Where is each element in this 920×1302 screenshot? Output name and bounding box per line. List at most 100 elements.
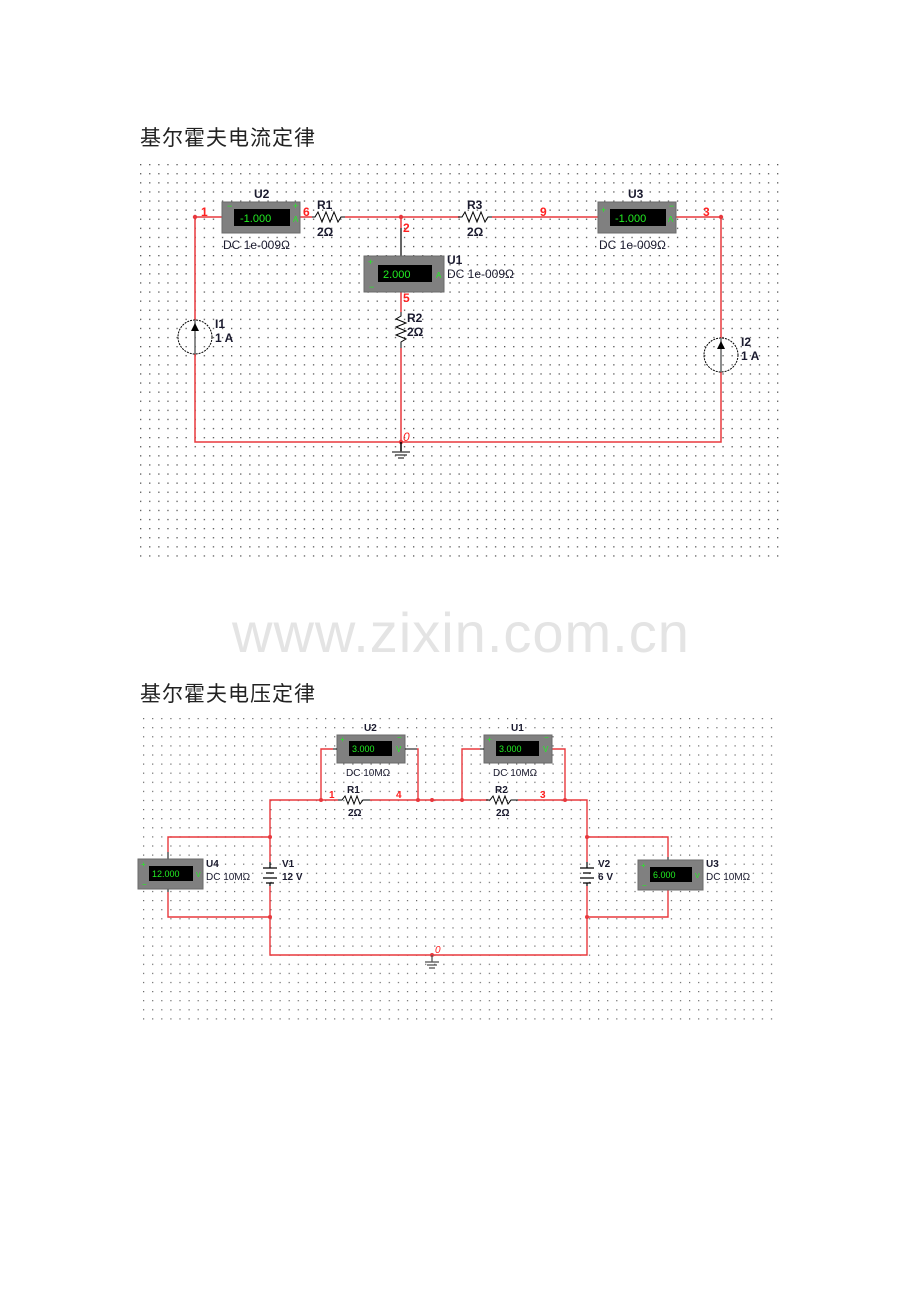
meter-mode: DC 10MΩ (706, 872, 751, 883)
wire (552, 748, 566, 800)
watermark: www.zixin.com.cn (232, 601, 690, 664)
meter-reading: -1.000 (240, 213, 271, 225)
node-label: 6 (303, 205, 310, 219)
ground-icon (392, 442, 410, 459)
polarity-plus: + (340, 735, 345, 744)
resistor-r2[interactable]: R2 2Ω (394, 311, 424, 348)
kvl-title: 基尔霍夫电压定律 (140, 682, 316, 706)
meter-name: U3 (628, 187, 644, 201)
component-name: R2 (495, 785, 508, 796)
node-label: 0 (435, 945, 441, 956)
meter-reading: -1.000 (615, 213, 646, 225)
arrow-up-icon (717, 341, 725, 349)
component-value: 2Ω (348, 808, 362, 819)
resistor-r2[interactable]: R2 2Ω (486, 785, 518, 819)
meter-mode: DC 10MΩ (206, 872, 251, 883)
component-name: V2 (598, 859, 611, 870)
resistor-symbol (312, 210, 345, 224)
component-value: 2Ω (317, 225, 334, 239)
battery-icon (263, 862, 277, 886)
resistor-r1[interactable]: R1 2Ω (338, 785, 370, 819)
meter-reading: 3.000 (499, 744, 522, 754)
node-label: 1 (329, 790, 335, 801)
wire (518, 799, 588, 862)
polarity-minus: − (369, 282, 374, 292)
wire (320, 748, 333, 800)
component-value: 2Ω (496, 808, 510, 819)
meter-name: U3 (706, 859, 719, 870)
unit-label: A (668, 215, 674, 224)
polarity-plus: + (368, 257, 373, 267)
wire (167, 836, 270, 852)
polarity-plus: + (641, 861, 646, 870)
node-label: 0 (403, 430, 410, 444)
ammeter-u3[interactable]: U3 -1.000 + − A DC 1e-009Ω (597, 187, 677, 252)
meter-mode: DC 10MΩ (493, 768, 538, 779)
polarity-plus: + (141, 860, 146, 869)
polarity-plus: + (487, 735, 492, 744)
component-value: 2Ω (467, 225, 484, 239)
battery-v1[interactable]: V1 12 V (263, 859, 303, 886)
unit-label: V (396, 745, 402, 754)
polarity-minus: − (669, 201, 674, 211)
ammeter-u1[interactable]: 2.000 + − A U1 DC 1e-009Ω (363, 253, 514, 293)
meter-name: U1 (511, 723, 524, 734)
meter-reading: 6.000 (653, 870, 676, 880)
unit-label: V (695, 873, 700, 880)
node-label: 4 (396, 790, 402, 801)
component-value: 1 A (741, 349, 760, 363)
polarity-plus: + (293, 201, 298, 211)
meter-reading: 12.000 (152, 869, 180, 879)
node-label: 9 (540, 205, 547, 219)
ammeter-u2[interactable]: U2 -1.000 − + A DC 1e-009Ω (221, 187, 301, 252)
battery-v2[interactable]: V2 6 V (580, 859, 613, 886)
resistor-r1[interactable]: R1 2Ω (312, 198, 345, 239)
wire (417, 748, 419, 800)
voltmeter-u4[interactable]: 12.000 + − V U4 DC 10MΩ (137, 852, 251, 892)
resistor-symbol (458, 210, 492, 224)
unit-label: A (436, 271, 442, 280)
meter-mode: DC 10MΩ (346, 768, 391, 779)
component-name: V1 (282, 859, 295, 870)
component-name: R1 (317, 198, 333, 212)
arrow-up-icon (191, 323, 199, 331)
current-source-i2[interactable]: I2 1 A (703, 335, 760, 373)
meter-name: U2 (364, 723, 377, 734)
kvl-wires (167, 748, 669, 956)
current-source-i1[interactable]: I1 1 A (177, 317, 234, 355)
ground-icon (425, 955, 439, 969)
node-label: 1 (201, 205, 208, 219)
polarity-minus: − (397, 733, 402, 742)
voltmeter-u1[interactable]: U1 3.000 + − V DC 10MΩ (480, 723, 553, 779)
resistor-r3[interactable]: R3 2Ω (458, 198, 492, 239)
meter-mode: DC 1e-009Ω (599, 238, 666, 252)
meter-reading: 3.000 (352, 744, 375, 754)
meter-mode: DC 1e-009Ω (447, 267, 514, 281)
voltmeter-u2[interactable]: U2 3.000 + − V DC 10MΩ (333, 723, 417, 779)
node-label: 3 (540, 790, 546, 801)
voltmeter-u3[interactable]: 6.000 + − V U3 DC 10MΩ (637, 857, 751, 891)
kvl-node-labels: 1 4 3 0 (329, 790, 546, 956)
component-name: R3 (467, 198, 483, 212)
meter-name: U1 (447, 253, 463, 267)
unit-label: V (543, 745, 549, 754)
polarity-minus: − (227, 201, 232, 211)
component-value: 6 V (598, 872, 613, 883)
component-value: 12 V (282, 872, 303, 883)
wire (587, 890, 669, 918)
unit-label: A (293, 215, 299, 224)
polarity-plus: + (601, 205, 606, 215)
kvl-circuit: 1 4 3 0 U2 3.000 + − V DC 10MΩ U1 3.000 … (137, 718, 780, 1024)
meter-name: U4 (206, 859, 219, 870)
resistor-symbol (394, 312, 408, 348)
wire (269, 799, 338, 862)
node-label: 5 (403, 291, 410, 305)
kcl-node-labels: 1 6 2 9 3 5 0 (201, 205, 710, 444)
wire (167, 892, 270, 918)
node-label: 2 (403, 221, 410, 235)
unit-label: V (196, 872, 201, 879)
node-label: 3 (703, 205, 710, 219)
battery-icon (580, 862, 594, 886)
resistor-symbol (486, 794, 518, 806)
